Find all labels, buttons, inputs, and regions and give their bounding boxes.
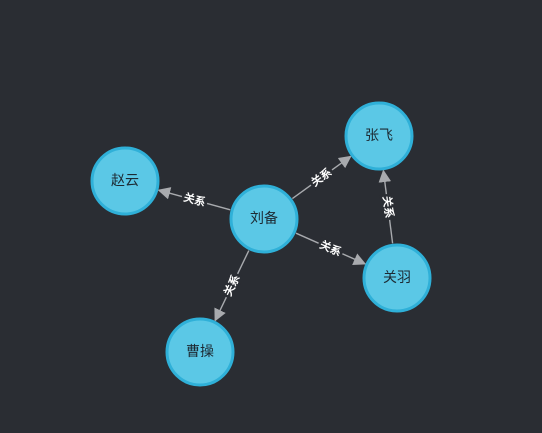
edge-label-background xyxy=(315,236,346,261)
edge-liubei-guanyu[interactable]: 关系 xyxy=(295,232,367,265)
edge-liubei-zhangfei[interactable]: 关系 xyxy=(291,155,352,200)
edge-label-background xyxy=(220,270,244,301)
node-zhaoyun[interactable]: 赵云 xyxy=(90,146,160,216)
node-circle[interactable] xyxy=(165,317,235,387)
node-circle[interactable] xyxy=(362,243,432,313)
node-circle[interactable] xyxy=(344,101,414,171)
edge-label: 关系 xyxy=(380,195,397,219)
edge-liubei-caocao[interactable]: 关系 xyxy=(214,250,250,322)
edge-label-background xyxy=(379,193,397,221)
node-circle[interactable] xyxy=(229,184,299,254)
node-circle[interactable] xyxy=(90,146,160,216)
edge-guanyu-zhangfei[interactable]: 关系 xyxy=(378,169,397,244)
edge-liubei-zhaoyun[interactable]: 关系 xyxy=(157,187,231,211)
edge-label: 关系 xyxy=(182,190,207,209)
node-caocao[interactable]: 曹操 xyxy=(165,317,235,387)
edge-label-background xyxy=(306,164,337,191)
node-guanyu[interactable]: 关羽 xyxy=(362,243,432,313)
node-zhangfei[interactable]: 张飞 xyxy=(344,101,414,171)
node-liubei[interactable]: 刘备 xyxy=(229,184,299,254)
edge-label-background xyxy=(180,189,209,211)
